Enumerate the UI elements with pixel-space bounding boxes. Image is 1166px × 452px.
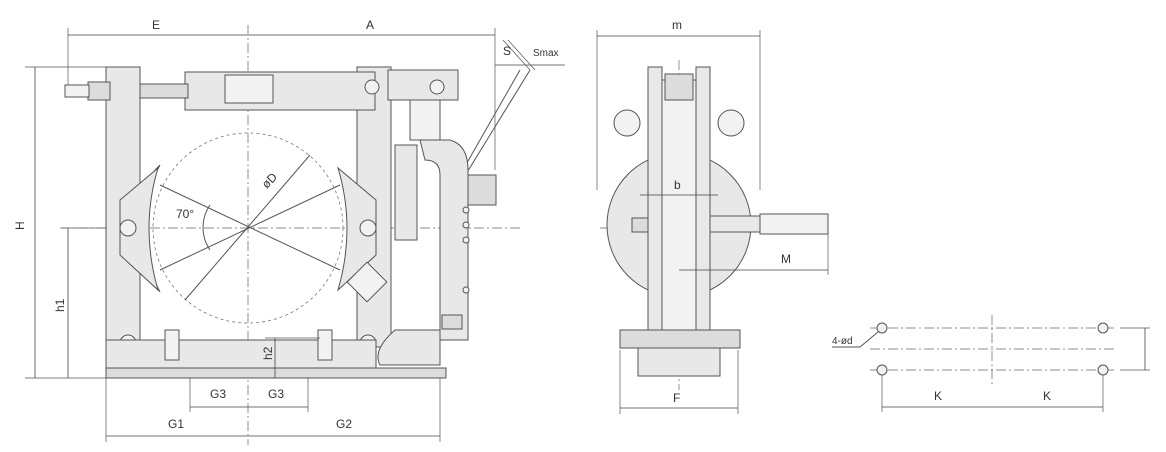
label-holes: 4-ød — [832, 336, 853, 347]
top-nut — [664, 73, 694, 101]
adjuster-block — [346, 261, 388, 303]
ext-line — [502, 39, 531, 71]
thruster-box — [467, 174, 497, 206]
drum-circle — [152, 132, 344, 324]
thruster-nut — [441, 314, 463, 330]
right-shoe-pin — [359, 219, 377, 237]
spring-segment — [139, 83, 189, 99]
label-angle: 70° — [176, 207, 194, 221]
label-b: b — [674, 178, 681, 192]
hole — [1097, 364, 1109, 376]
thruster-body — [419, 139, 469, 341]
label-G2: G2 — [336, 417, 352, 431]
center-column — [661, 79, 697, 351]
base-clamp — [164, 329, 180, 361]
top-tie-bar — [184, 71, 376, 111]
tie-bar-plate — [224, 74, 274, 104]
bottom-base — [637, 347, 721, 377]
top-right-link — [387, 69, 459, 101]
mounting-plan: 4-ød K K — [832, 315, 1150, 412]
label-S: S — [503, 44, 511, 58]
thruster-rod — [394, 144, 418, 241]
thruster-elbow — [377, 329, 441, 366]
label-diameter: øD — [259, 170, 280, 191]
diameter-line — [184, 154, 311, 301]
label-A: A — [366, 18, 374, 32]
thruster-link — [409, 99, 441, 141]
top-pin — [429, 79, 445, 95]
leader-line — [859, 331, 879, 348]
bolt — [462, 206, 470, 214]
side-plate — [695, 66, 711, 358]
label-Smax: Smax — [533, 48, 559, 59]
label-G3-left: G3 — [210, 387, 226, 401]
base-plate — [105, 367, 447, 379]
label-G3-right: G3 — [268, 387, 284, 401]
bolt — [462, 221, 470, 229]
label-h2: h2 — [261, 346, 275, 360]
ext-line — [507, 39, 536, 71]
base-bar — [105, 339, 377, 369]
label-K-right: K — [1043, 389, 1051, 403]
right-brake-shoe — [337, 166, 377, 292]
hole — [876, 364, 888, 376]
left-brake-shoe — [119, 166, 159, 292]
label-K-left: K — [934, 389, 942, 403]
right-eye — [717, 109, 745, 137]
bottom-pin-bar — [619, 329, 741, 349]
top-pin — [364, 79, 380, 95]
left-eye — [613, 109, 641, 137]
bolt — [462, 236, 470, 244]
angle-arc — [202, 204, 211, 251]
left-shoe-pin — [119, 219, 137, 237]
hole — [876, 322, 888, 334]
angle-line — [159, 184, 341, 271]
label-G1: G1 — [168, 417, 184, 431]
rod-end — [64, 84, 90, 98]
nut — [87, 81, 111, 101]
side-plate — [647, 66, 663, 358]
hole — [1097, 322, 1109, 334]
front-view: E A S Smax H h1 h2 øD 70° G3 G3 G1 G2 — [13, 18, 565, 445]
shaft — [709, 215, 761, 233]
label-E: E — [152, 18, 160, 32]
label-m: m — [672, 18, 682, 32]
label-M: M — [781, 252, 791, 266]
left-hub — [631, 217, 649, 233]
bolt — [462, 286, 470, 294]
label-H: H — [13, 221, 27, 230]
label-F: F — [673, 391, 680, 405]
side-view: m b M F — [596, 18, 829, 414]
base-clamp — [317, 329, 333, 361]
label-h1: h1 — [53, 298, 67, 312]
shaft-extension — [759, 213, 829, 235]
